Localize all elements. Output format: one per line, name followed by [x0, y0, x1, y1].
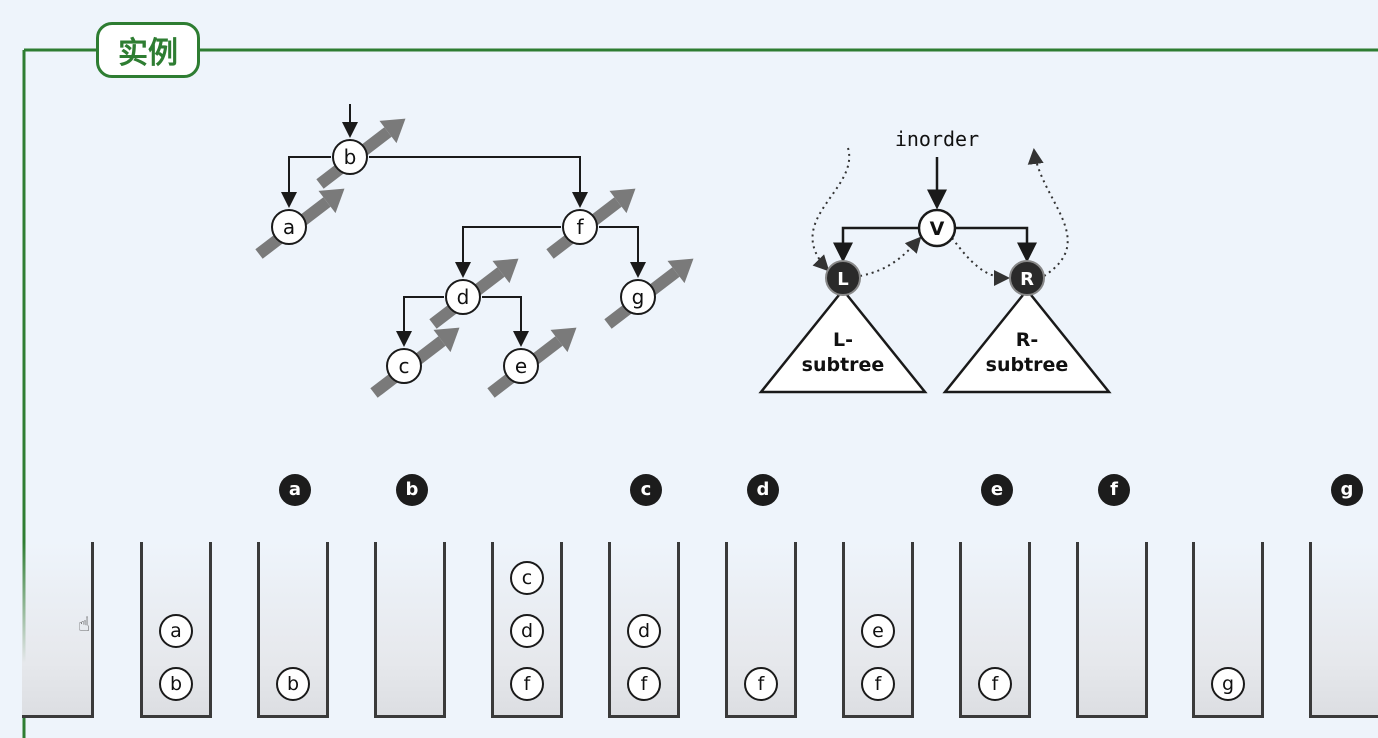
slide-title: 实例 [96, 22, 200, 78]
stack-step-3 [374, 542, 446, 718]
tree-node-c: c [386, 348, 422, 384]
tree-node-label-e: e [515, 354, 527, 378]
dotted-path-in [811, 147, 851, 272]
tree-node-g: g [620, 279, 656, 315]
dotted-path-out [1027, 148, 1069, 277]
schema-edge-v-l [833, 226, 918, 263]
stack-4-item-c: c [510, 561, 544, 595]
stack-4-item-f: f [510, 667, 544, 701]
tree-node-f: f [562, 209, 598, 245]
tree-node-label-b: b [344, 145, 357, 169]
tree-edge-d-e [482, 296, 529, 347]
schema-node-v: V [917, 208, 957, 248]
stack-7-item-e: e [861, 614, 895, 648]
schema-node-r: R [1009, 260, 1045, 296]
svg-text:L: L [837, 269, 848, 290]
visited-node-e: e [981, 474, 1013, 506]
stack-step-0 [22, 542, 94, 718]
stack-1-item-a: a [159, 614, 193, 648]
tree-node-label-d: d [457, 285, 470, 309]
tree-node-label-c: c [399, 354, 410, 378]
right-subtree-label-line-0: R- [1016, 329, 1039, 351]
left-subtree-label-line-0: L- [833, 329, 853, 351]
stack-5-item-f: f [627, 667, 661, 701]
tree-edge-b-a [281, 156, 331, 208]
stack-step-11 [1309, 542, 1378, 718]
visited-node-a: a [279, 474, 311, 506]
stack-8-item-f: f [978, 667, 1012, 701]
right-subtree-triangle [942, 288, 1112, 394]
tree-node-label-a: a [283, 215, 295, 239]
stack-7-item-f: f [861, 667, 895, 701]
schema-node-l: L [825, 260, 861, 296]
dotted-path-l-to-v [859, 236, 922, 277]
tree-node-b: b [332, 139, 368, 175]
tree-node-e: e [503, 348, 539, 384]
visited-node-c: c [630, 474, 662, 506]
stack-1-item-b: b [159, 667, 193, 701]
stack-step-9 [1076, 542, 1148, 718]
stack-6-item-f: f [744, 667, 778, 701]
visited-node-d: d [747, 474, 779, 506]
visited-node-b: b [396, 474, 428, 506]
tree-node-d: d [445, 279, 481, 315]
stack-5-item-d: d [627, 614, 661, 648]
tree-edge-b-f [369, 156, 588, 208]
tree-edge-d-c [396, 296, 444, 347]
schema-entry-label: inorder [895, 127, 979, 151]
dotted-path-v-to-r [951, 237, 1010, 286]
svg-text:R: R [1020, 269, 1034, 290]
schema-edge-v-r [956, 226, 1037, 263]
stack-10-item-g: g [1211, 667, 1245, 701]
stack-2-item-b: b [276, 667, 310, 701]
tree-edge-f-g [599, 226, 646, 278]
tree-node-label-g: g [632, 285, 645, 309]
tree-edge-f-d [455, 226, 561, 278]
visited-node-f: f [1098, 474, 1130, 506]
left-subtree-label-line-1: subtree [802, 354, 885, 376]
right-subtree-label-line-1: subtree [986, 354, 1069, 376]
hand-cursor-icon: ☝ [78, 612, 91, 636]
left-subtree-triangle [758, 288, 928, 394]
svg-text:V: V [930, 218, 945, 240]
tree-node-label-f: f [576, 215, 584, 239]
visited-node-g: g [1331, 474, 1363, 506]
stack-4-item-d: d [510, 614, 544, 648]
tree-node-a: a [271, 209, 307, 245]
